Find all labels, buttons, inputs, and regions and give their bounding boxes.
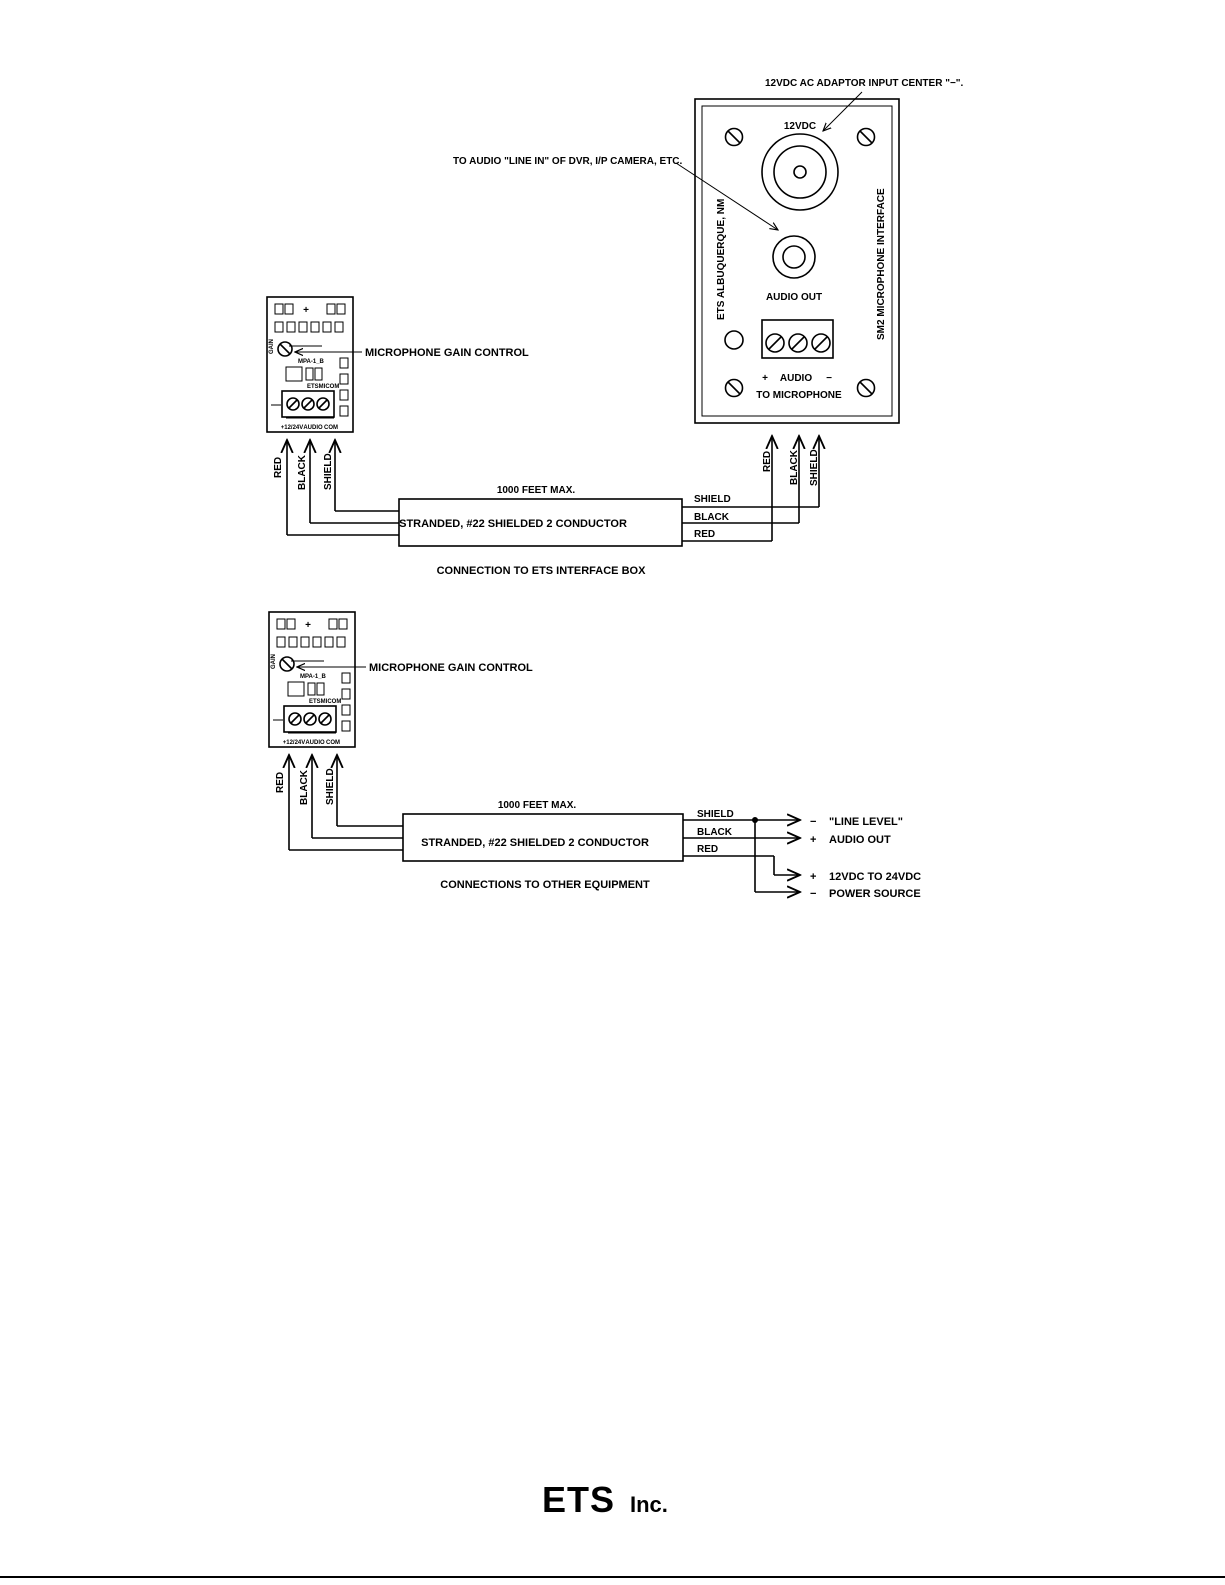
board2-model: MPA-1_B xyxy=(300,674,327,680)
d2-red-left: RED xyxy=(275,772,286,793)
ets-logo: ETS Inc. xyxy=(542,1479,668,1520)
terminal-plus: + xyxy=(762,373,768,384)
line-in-callout: TO AUDIO "LINE IN" OF DVR, I/P CAMERA, E… xyxy=(453,156,683,167)
cable-2 xyxy=(289,755,800,892)
d2-black-left: BLACK xyxy=(299,769,310,805)
out-minus: − xyxy=(810,816,816,828)
d1-shield-left: SHIELD xyxy=(323,453,334,490)
d1-length-label: 1000 FEET MAX. xyxy=(497,485,576,496)
d2-shield-left: SHIELD xyxy=(325,768,336,805)
d1-red-vertical: RED xyxy=(762,451,773,472)
d1-cable-label: STRANDED, #22 SHIELDED 2 CONDUCTOR xyxy=(399,518,627,530)
gain-callout-2: MICROPHONE GAIN CONTROL xyxy=(369,662,533,674)
d2-length-label: 1000 FEET MAX. xyxy=(498,800,577,811)
corner-screw-icon xyxy=(724,127,744,147)
term2-com-label: COM xyxy=(326,740,340,746)
logo-main: ETS xyxy=(542,1479,615,1520)
mic-board-2: + GAIN MPA-1_B ETSMICOM +12/24V AUDIO CO… xyxy=(268,611,356,748)
logo-suffix: Inc. xyxy=(630,1492,668,1517)
power-source-label: POWER SOURCE xyxy=(829,888,921,900)
audio-out-label: AUDIO OUT xyxy=(766,292,822,303)
terminal-minus: − xyxy=(826,373,832,384)
dc-power-jack-icon xyxy=(761,133,839,211)
audio-out-label-2: AUDIO OUT xyxy=(829,834,891,846)
indicator-hole-icon xyxy=(724,330,744,350)
mic-board-1: + GAIN MPA-1_B ETSMICOM +12/24V AUDIO CO… xyxy=(266,296,354,433)
d2-shield-label: SHIELD xyxy=(697,809,734,820)
board2-bus-label: ETSMICOM xyxy=(309,699,341,705)
d2-caption: CONNECTIONS TO OTHER EQUIPMENT xyxy=(440,879,650,891)
adaptor-callout: 12VDC AC ADAPTOR INPUT CENTER "−". xyxy=(765,78,964,89)
board-bus-label: ETSMICOM xyxy=(307,384,339,390)
d2-red-label: RED xyxy=(697,844,718,855)
pwr-range-label: 12VDC TO 24VDC xyxy=(829,871,921,883)
d2-black-label: BLACK xyxy=(697,827,733,838)
term2-12v-label: +12/24V xyxy=(283,740,306,746)
term-com-label: COM xyxy=(324,425,338,431)
d1-black-label: BLACK xyxy=(694,512,730,523)
terminal-audio: AUDIO xyxy=(780,373,812,384)
gain-pot-icon xyxy=(277,341,293,357)
gain-pot-icon xyxy=(279,656,295,672)
d1-shield-vertical: SHIELD xyxy=(809,449,820,486)
out-plus: + xyxy=(810,834,816,846)
adaptor-callout-arrow xyxy=(823,91,863,131)
side-label-right: SM2 MICROPHONE INTERFACE xyxy=(876,188,887,340)
term-audio-label: AUDIO xyxy=(303,425,323,431)
corner-screw-icon xyxy=(856,378,876,398)
terminal-block xyxy=(761,319,834,359)
d1-red-label: RED xyxy=(694,529,715,540)
junction-dot-icon xyxy=(752,817,758,823)
d1-red-left: RED xyxy=(273,457,284,478)
corner-screw-icon xyxy=(856,127,876,147)
gain-callout: MICROPHONE GAIN CONTROL xyxy=(365,347,529,359)
board2-terminal-block xyxy=(283,705,337,733)
side-label-left: ETS ALBUQUERQUE, NM xyxy=(716,199,727,320)
term2-audio-label: AUDIO xyxy=(305,740,325,746)
to-microphone-label: TO MICROPHONE xyxy=(756,390,842,401)
line-in-callout-arrow xyxy=(675,162,778,230)
gain-tag-2: GAIN xyxy=(271,654,277,669)
audio-out-jack-icon xyxy=(772,235,816,279)
pwr-minus: − xyxy=(810,888,816,900)
board-model: MPA-1_B xyxy=(298,359,325,365)
d1-caption: CONNECTION TO ETS INTERFACE BOX xyxy=(437,565,646,577)
d1-shield-label: SHIELD xyxy=(694,494,731,505)
sm2-interface-box: 12VDC AUDIO OUT + AUDIO − TO MICROPHONE … xyxy=(694,98,900,424)
board2-plus-mark: + xyxy=(305,620,311,631)
pwr-plus: + xyxy=(810,871,816,883)
cable-1 xyxy=(287,436,819,547)
jack-label: 12VDC xyxy=(784,121,816,132)
d2-cable-label: STRANDED, #22 SHIELDED 2 CONDUCTOR xyxy=(421,837,649,849)
d1-black-left: BLACK xyxy=(297,454,308,490)
d1-black-vertical: BLACK xyxy=(789,449,800,485)
gain-tag: GAIN xyxy=(269,339,275,354)
board-plus-mark: + xyxy=(303,305,309,316)
line-level-label: "LINE LEVEL" xyxy=(829,816,903,828)
term-12v-label: +12/24V xyxy=(281,425,304,431)
board-terminal-block xyxy=(281,390,335,418)
corner-screw-icon xyxy=(724,378,744,398)
